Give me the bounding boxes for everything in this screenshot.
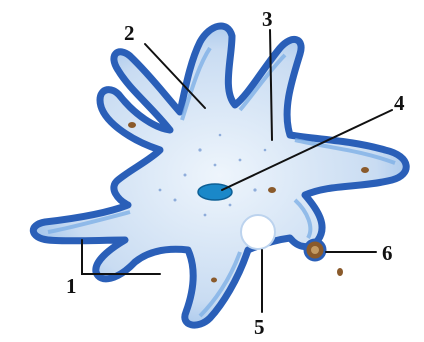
external-food-particle (337, 268, 343, 276)
label-3: 3 (262, 7, 273, 31)
label-4: 4 (394, 91, 405, 115)
label-2: 2 (124, 21, 135, 45)
label-6: 6 (382, 241, 393, 265)
amoeba-cell (33, 26, 406, 325)
label-5: 5 (254, 315, 265, 339)
food-vacuole-core (311, 246, 319, 254)
cell-membrane (33, 26, 406, 325)
nucleus (198, 184, 232, 200)
label-1: 1 (66, 274, 77, 298)
contractile-vacuole (241, 215, 275, 249)
